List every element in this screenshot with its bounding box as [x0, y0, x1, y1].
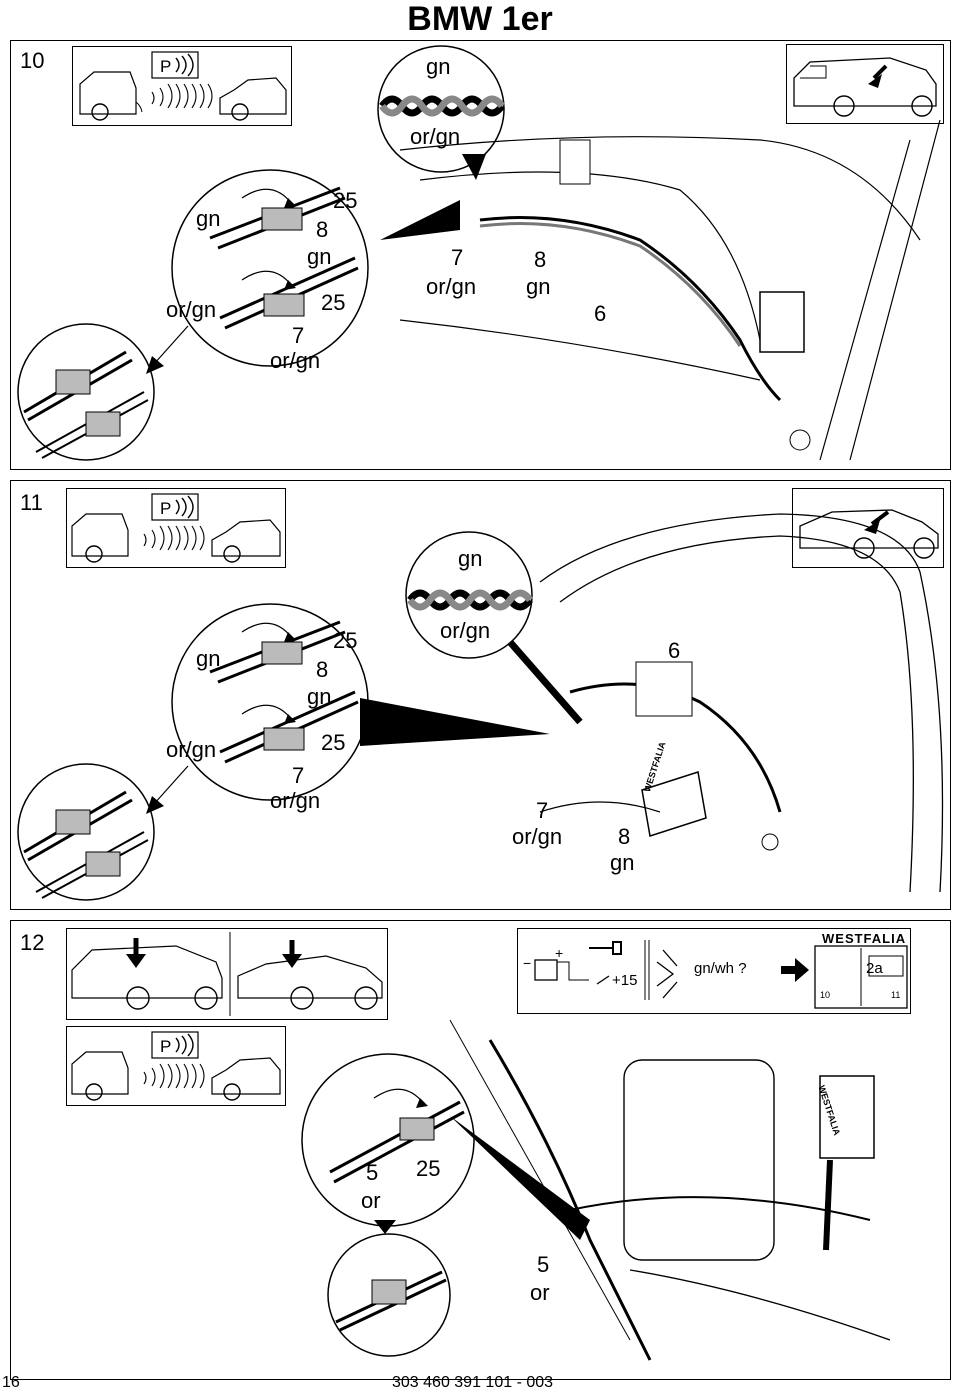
- question-label: gn/wh ?: [694, 960, 747, 977]
- connector-closeup-circle: [17, 323, 155, 461]
- part-number-label: 7: [292, 763, 305, 788]
- connector-detail-circle: [171, 603, 369, 801]
- part-number-label: 7: [451, 245, 464, 270]
- twisted-wire-circle: [377, 45, 505, 173]
- parking-sensor-illustration: P: [71, 493, 281, 563]
- page-title: BMW 1er: [407, 0, 553, 38]
- car-models-illustration: [71, 932, 383, 1016]
- part-number-label: 25: [321, 290, 346, 315]
- wire-color-label: or/gn: [270, 348, 321, 373]
- step-10-panel: [10, 40, 951, 470]
- part-number-label: 25: [416, 1156, 441, 1181]
- page-number: 16: [2, 1374, 20, 1391]
- part-number-label: 8: [534, 247, 547, 272]
- wire-color-label: gn: [307, 684, 332, 709]
- control-module: [641, 771, 707, 837]
- book-page-right: 11: [891, 990, 901, 1000]
- wire-color-label: or/gn: [426, 274, 477, 299]
- connector-detail-circle: [171, 169, 369, 367]
- part-number-label: 6: [594, 301, 607, 326]
- wire-color-label: gn: [196, 206, 221, 231]
- wire-color-label: gn: [458, 546, 483, 571]
- wire-color-label: gn: [196, 646, 221, 671]
- wire-color-label: or/gn: [166, 297, 217, 322]
- book-brand-label: WESTFALIA: [822, 931, 907, 946]
- part-number-label: 5: [366, 1160, 379, 1185]
- wire-color-label: or/gn: [270, 788, 321, 813]
- vehicle-interior-drawing: [360, 513, 944, 893]
- step-12-number: 12: [20, 930, 45, 955]
- car-rear-door-illustration: [793, 57, 937, 117]
- ignition-label: +15: [612, 972, 638, 989]
- parking-sensor-illustration: P: [79, 51, 287, 121]
- part-number-label: 25: [333, 188, 358, 213]
- part-number-label: 6: [668, 638, 681, 663]
- pointer-triangle: [462, 154, 486, 180]
- svg-text:−: −: [523, 955, 531, 971]
- wire-color-label: or/gn: [166, 737, 217, 762]
- book-reference-label: 2a: [866, 960, 883, 977]
- park-sign-text: P: [160, 57, 171, 76]
- connector-closeup-circle: [17, 763, 155, 901]
- car-models-thumbnail: [66, 928, 388, 1020]
- vehicle-interior-drawing: [380, 119, 941, 461]
- wire-color-label: or/gn: [512, 824, 563, 849]
- part-number-label: 25: [321, 730, 346, 755]
- wire-color-label: or/gn: [440, 618, 491, 643]
- pointer-triangle: [374, 1220, 396, 1234]
- part-number-label: 8: [316, 217, 329, 242]
- wire-color-label: gn: [426, 54, 451, 79]
- park-sign-text: P: [160, 1037, 171, 1056]
- connector-detail-circle: [301, 1053, 475, 1227]
- wire-color-label: gn: [610, 850, 635, 875]
- wire-color-label: or/gn: [410, 124, 461, 149]
- connector-closeup-circle: [327, 1233, 451, 1357]
- vehicle-interior-drawing: [449, 1019, 891, 1361]
- wire-color-label: gn: [526, 274, 551, 299]
- car-location-thumbnail: [786, 44, 944, 124]
- svg-text:+: +: [555, 945, 563, 961]
- step-11-panel: [10, 480, 951, 910]
- wire-color-label: or: [361, 1188, 381, 1213]
- wire-color-label: or: [530, 1280, 550, 1305]
- book-page-left: 10: [820, 990, 831, 1000]
- info-box-symbols: − +: [523, 940, 908, 1009]
- step-11-number: 11: [20, 490, 43, 515]
- callout-arrow: [146, 765, 189, 814]
- part-number-label: 7: [292, 323, 305, 348]
- wire-color-label: gn: [307, 244, 332, 269]
- document-code: 303 460 391 101 - 003: [392, 1374, 554, 1391]
- part-number-label: 7: [536, 798, 549, 823]
- twisted-wire-circle: [405, 531, 533, 659]
- park-sign-text: P: [160, 499, 171, 518]
- part-number-label: 8: [316, 657, 329, 682]
- step-10-number: 10: [20, 48, 45, 73]
- part-number-label: 8: [618, 824, 631, 849]
- part-number-label: 25: [333, 628, 358, 653]
- callout-arrow: [146, 325, 189, 374]
- parking-sensor-illustration: P: [71, 1031, 281, 1101]
- part-number-label: 5: [537, 1252, 550, 1277]
- step-12-panel: [10, 920, 951, 1380]
